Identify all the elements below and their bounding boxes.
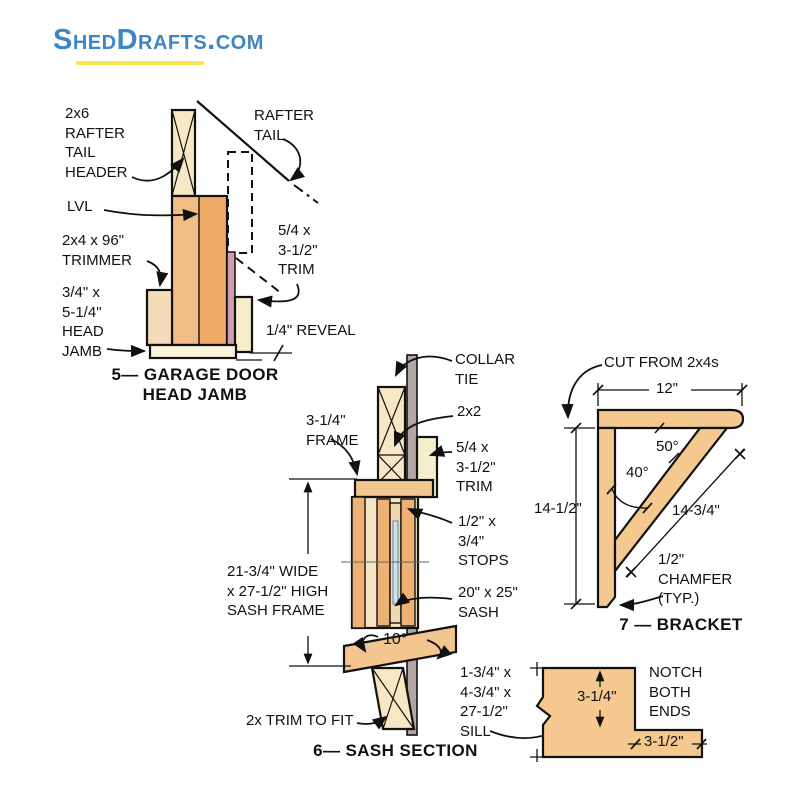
label-lvl: LVL	[67, 198, 93, 215]
angle-50-marks	[654, 422, 680, 464]
pink-spacer-strip	[226, 251, 236, 346]
sash-frame-dimension	[289, 478, 357, 667]
dim-tick	[592, 384, 748, 396]
title-bracket: 7 — BRACKET	[619, 615, 743, 634]
rafter-tail-hidden	[227, 151, 253, 254]
leader-trim	[428, 445, 453, 457]
label-notch-depth: 3-1/4"	[577, 688, 617, 705]
roof-line	[196, 100, 290, 182]
detail-head-jamb	[103, 100, 319, 362]
sash-assembly	[341, 495, 429, 630]
label-frame: 3-1/4" FRAME	[306, 412, 359, 449]
leader-header	[131, 157, 185, 182]
bracket-top-board	[596, 408, 745, 430]
angle-arrow-right	[426, 639, 452, 660]
bracket-vertical-board	[596, 426, 617, 609]
leader-2x2	[393, 415, 454, 448]
header-x-brace	[171, 109, 196, 197]
detail-bracket	[561, 364, 748, 612]
dim-tick	[606, 483, 653, 514]
label-chamfer: 1/2" CHAMFER (TYP.)	[658, 551, 733, 607]
label-rafter-tail: RAFTER TAIL	[254, 107, 314, 144]
leader-sash	[394, 592, 453, 607]
leader-rafter-tail	[282, 138, 306, 182]
dim-tick	[273, 344, 284, 362]
dim-tick	[630, 738, 707, 750]
height-dimension-14-1-2	[564, 422, 595, 610]
label-sash: 20" x 25" SASH	[458, 584, 518, 621]
label-brace-len: 14-3/4"	[672, 502, 720, 519]
bracket-diagonal-brace	[613, 426, 730, 575]
label-notch-width: 3-1/2"	[644, 733, 684, 750]
leader-trim-to-fit	[356, 715, 388, 730]
label-sill: 1-3/4" x 4-3/4" x 27-1/2" SILL	[460, 664, 512, 740]
dim-tick	[654, 422, 680, 464]
dim-ext	[597, 383, 743, 406]
leaders-d6	[330, 355, 561, 742]
label-trim-d5: 5/4 x 3-1/2" TRIM	[278, 222, 318, 278]
leader-stops	[406, 508, 453, 524]
leaders-d7	[561, 364, 664, 612]
brace-dimension-14-3-4	[625, 448, 746, 578]
leader-trimmer	[146, 260, 169, 288]
trimmer-board	[145, 288, 174, 347]
leader-head-jamb	[106, 344, 147, 358]
angle-arc	[611, 488, 649, 509]
label-trim-to-fit: 2x TRIM TO FIT	[246, 712, 354, 729]
dim-line	[626, 448, 745, 578]
trim-hidden-line	[235, 257, 282, 294]
dim-tick	[625, 566, 637, 578]
trim-board	[233, 295, 254, 354]
lvl-board-right	[199, 197, 226, 344]
notch-depth-dimension	[530, 662, 605, 762]
label-height: 14-1/2"	[534, 500, 582, 517]
leader-lvl	[103, 208, 199, 222]
leader-cut-from	[561, 364, 603, 420]
sill-board	[342, 624, 458, 674]
head-jamb-board	[148, 343, 238, 360]
dim-tick	[570, 422, 582, 610]
label-stops: 1/2" x 3/4" STOPS	[458, 513, 509, 569]
detail-sash-section	[289, 354, 561, 742]
roof-line-hidden	[293, 184, 319, 204]
label-trim-d6: 5/4 x 3-1/2" TRIM	[456, 439, 496, 495]
label-notch-note: NOTCH BOTH ENDS	[649, 664, 703, 720]
label-reveal: 1/4" REVEAL	[266, 322, 356, 339]
angle-arrow-left	[352, 634, 379, 653]
label-collar-tie: COLLAR TIE	[455, 351, 516, 388]
leader-trim	[256, 283, 300, 308]
stud-x-braces	[377, 386, 406, 484]
label-angle-10: 10°	[383, 631, 408, 648]
reveal-dimension	[236, 344, 292, 362]
dim-ext	[564, 427, 595, 605]
label-angle-50: 50°	[656, 438, 679, 455]
leaders-d5	[103, 138, 306, 358]
detail-sill-notch	[530, 662, 707, 762]
label-sash-frame: 21-3/4" WIDE x 27-1/2" HIGH SASH FRAME	[227, 563, 329, 619]
label-2x2: 2x2	[457, 403, 482, 420]
notch-width-dimension	[628, 738, 707, 750]
angle-40-marks	[606, 483, 653, 514]
label-cut-from: CUT FROM 2x4s	[604, 354, 719, 371]
width-dimension-12	[592, 383, 748, 406]
label-head-jamb: 3/4" x 5-1/4" HEAD JAMB	[62, 284, 104, 360]
title-head-jamb: 5— GARAGE DOOR HEAD JAMB	[111, 365, 279, 404]
label-rafter-tail-header: 2x6 RAFTER TAIL HEADER	[65, 105, 128, 181]
leader-frame	[330, 438, 361, 477]
label-angle-40: 40°	[626, 464, 649, 481]
logo-underline	[76, 61, 204, 65]
leader-chamfer	[618, 595, 664, 612]
frame-board	[353, 478, 435, 499]
label-width-12: 12"	[656, 380, 679, 397]
title-sash-section: 6— SASH SECTION	[313, 741, 478, 760]
leader-collar-tie	[394, 355, 453, 378]
dim-ext	[530, 667, 543, 758]
label-trimmer: 2x4 x 96" TRIMMER	[62, 232, 132, 269]
site-logo[interactable]: ShedDrafts.com	[53, 24, 264, 56]
dim-tick	[734, 448, 746, 460]
